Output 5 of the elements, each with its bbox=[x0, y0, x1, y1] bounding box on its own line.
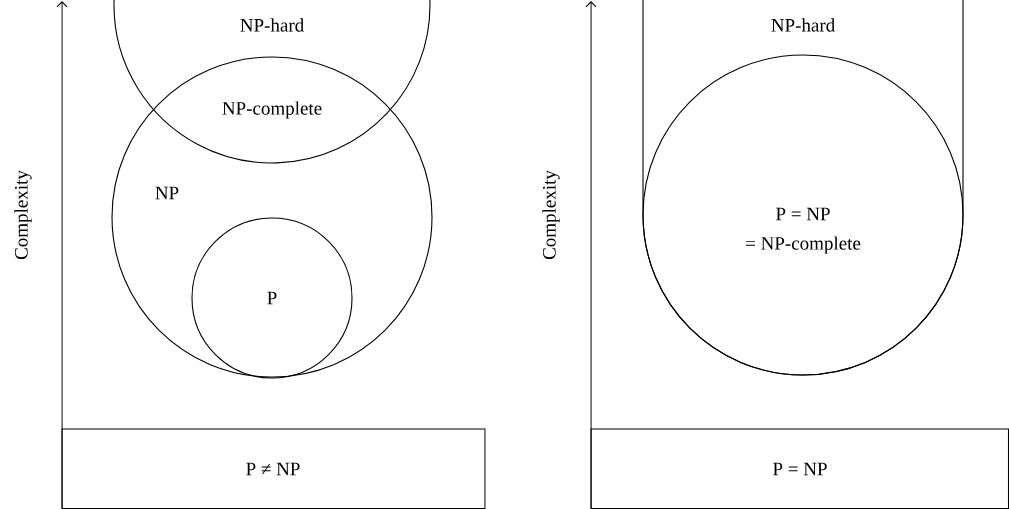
bottom-box: P = NP bbox=[590, 428, 1009, 509]
axis-label: Complexity bbox=[542, 170, 560, 260]
region-label: NP-complete bbox=[222, 101, 322, 119]
bottom-box: P ≠ NP bbox=[61, 428, 486, 509]
axis-label: Complexity bbox=[14, 170, 32, 260]
